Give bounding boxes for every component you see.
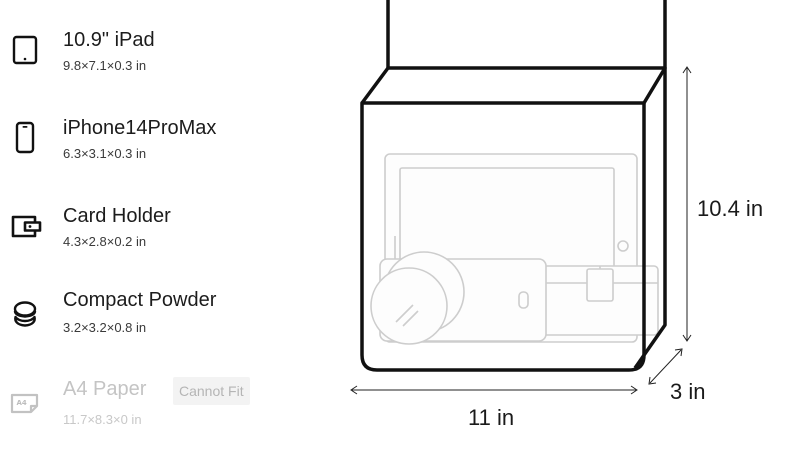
item-dimensions: 3.2×3.2×0.8 in: [63, 320, 147, 335]
item-dimensions: 6.3×3.1×0.3 in: [63, 146, 147, 161]
bag-front: [360, 101, 646, 372]
compact-ghost-lid: [370, 267, 448, 345]
height-arrow-head-bottom: [682, 334, 692, 342]
list-item-card-holder[interactable]: Card Holder 4.3×2.8×0.2 in: [0, 196, 300, 266]
list-item-ipad[interactable]: 10.9" iPad 9.8×7.1×0.3 in: [0, 20, 300, 90]
depth-label: 3 in: [670, 379, 706, 404]
card-holder-ghost-tab: [586, 268, 614, 302]
list-item-a4-paper[interactable]: A4 A4 Paper 11.7×8.3×0 in: [0, 368, 300, 438]
iphone-ghost-camera: [518, 291, 529, 309]
width-arrow-head-right: [630, 385, 638, 395]
bag-fit-diagram: 11 in 10.4 in 3 in: [300, 0, 800, 455]
depth-arrow: [649, 349, 682, 384]
item-name: A4 Paper: [63, 378, 147, 400]
width-label: 11 in: [468, 405, 515, 430]
cannot-fit-badge: Cannot Fit: [173, 377, 250, 405]
compact-ghost-shine-1: [395, 304, 414, 323]
depth-arrow-head-top: [674, 348, 683, 357]
compact-powder-icon: [8, 297, 44, 333]
a4-paper-icon: A4: [8, 386, 44, 422]
tablet-icon: [8, 33, 44, 69]
bag-side: [633, 68, 667, 370]
item-dimensions: 11.7×8.3×0 in: [63, 412, 142, 427]
a4-icon-text: A4: [17, 399, 27, 407]
phone-icon: [8, 120, 44, 156]
list-item-iphone[interactable]: iPhone14ProMax 6.3×3.1×0.3 in: [0, 108, 300, 178]
depth-arrow-head-bottom: [648, 376, 657, 385]
item-name: Card Holder: [63, 205, 171, 227]
bag-illustration: [350, 0, 692, 395]
item-name: Compact Powder: [63, 289, 217, 311]
bag-back-edge: [387, 0, 665, 69]
height-label: 10.4 in: [697, 196, 764, 221]
item-list: 10.9" iPad 9.8×7.1×0.3 in iPhone14ProMax…: [0, 0, 300, 455]
item-name: 10.9" iPad: [63, 29, 155, 51]
item-dimensions: 9.8×7.1×0.3 in: [63, 58, 147, 73]
item-name: iPhone14ProMax: [63, 117, 217, 139]
bag-outline: [360, 66, 667, 372]
ipad-ghost-button: [617, 240, 629, 252]
wallet-icon: [8, 209, 44, 245]
compact-ghost-shine-2: [402, 310, 419, 327]
list-item-compact-powder[interactable]: Compact Powder 3.2×3.2×0.8 in: [0, 280, 300, 350]
width-arrow-head-left: [350, 385, 358, 395]
height-arrow-head-top: [682, 66, 692, 74]
dimension-arrows: [350, 66, 692, 395]
bag-top: [360, 66, 667, 105]
item-dimensions: 4.3×2.8×0.2 in: [63, 234, 147, 249]
bag-contents: [370, 153, 659, 345]
